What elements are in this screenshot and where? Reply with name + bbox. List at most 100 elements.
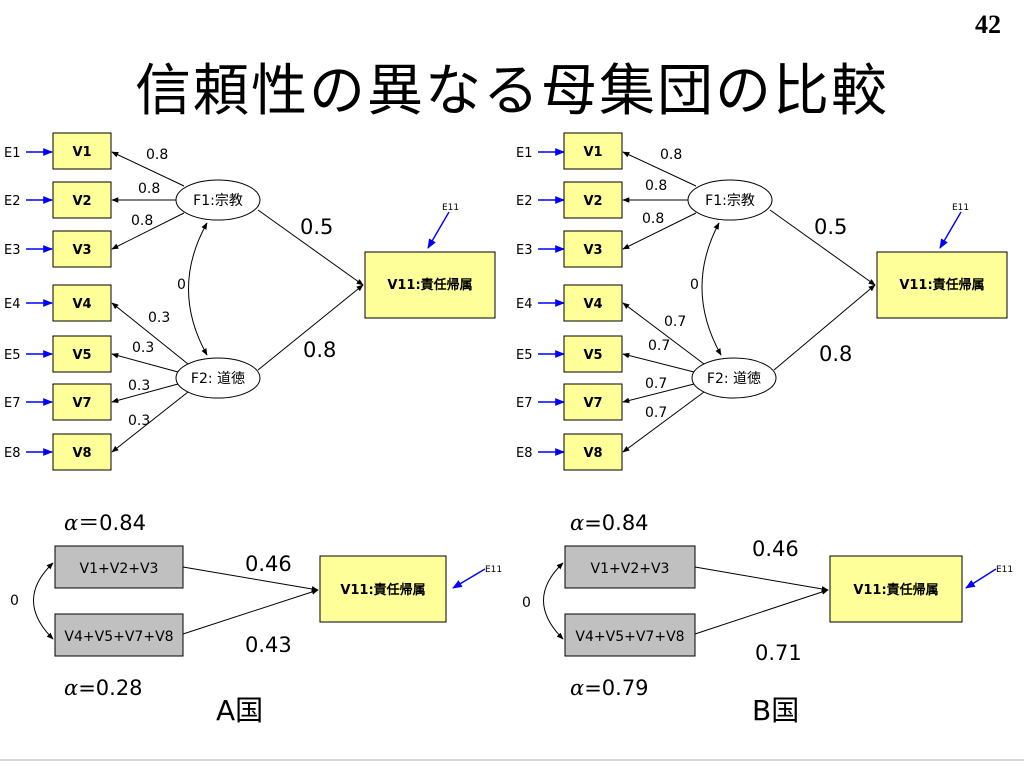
outcome-label: V11:責任帰属: [387, 277, 472, 293]
path-value: 0.71: [755, 641, 802, 665]
error-arrow: [427, 211, 450, 249]
error-arrow: [452, 568, 486, 589]
outcome-box: [319, 555, 447, 623]
path-value: 0.43: [245, 633, 292, 657]
observed-label: V7: [583, 396, 602, 411]
loading-value: 0.8: [642, 211, 664, 227]
factor-label: F1:宗教: [193, 193, 243, 209]
loading-arrow: [622, 383, 695, 404]
path-value: 0.46: [245, 552, 292, 576]
observed-box: [52, 433, 112, 471]
loading-value: 0.7: [664, 314, 686, 330]
path-value: 0.46: [752, 537, 799, 561]
observed-label: V2: [72, 194, 91, 209]
observed-label: V4: [72, 297, 91, 312]
composite-label: V4+V5+V7+V8: [64, 629, 173, 645]
observed-label: V2: [583, 194, 602, 209]
composite-box: [54, 613, 184, 657]
loading-value: 0.8: [146, 147, 168, 163]
outcome-label: V11:責任帰属: [340, 582, 425, 598]
observed-box: [563, 284, 623, 322]
factor-ellipse: [175, 357, 261, 399]
loading-value: 0.3: [148, 310, 170, 326]
path-arrow: [773, 284, 876, 371]
path-arrow: [257, 209, 364, 286]
loading-arrow: [622, 352, 695, 373]
observed-label: V3: [72, 243, 91, 258]
observed-label: V4: [583, 297, 602, 312]
country-label: A国: [216, 694, 263, 727]
observed-box: [563, 335, 623, 373]
error-label: E7: [4, 396, 21, 411]
loading-arrow: [111, 352, 179, 373]
factor-label: F1:宗教: [705, 193, 755, 209]
path-arrow: [769, 209, 876, 286]
error-label: E4: [516, 297, 533, 312]
loading-value: 0.3: [132, 340, 154, 356]
alpha-label: α=0.79: [570, 676, 649, 700]
path-value: 0.5: [814, 215, 847, 239]
observed-label: V5: [583, 348, 602, 363]
observed-box: [52, 383, 112, 421]
error-label: E2: [4, 194, 21, 209]
path-arrow: [182, 566, 319, 592]
observed-box: [52, 181, 112, 219]
correlation-arrow: [543, 562, 564, 640]
footer-divider: [0, 759, 1024, 761]
observed-label: V8: [583, 446, 602, 461]
error-label: E8: [4, 446, 21, 461]
loading-value: 0.7: [648, 338, 670, 354]
loading-value: 0.8: [645, 178, 667, 194]
error-label: E3: [516, 243, 533, 258]
error-label: E11: [952, 203, 969, 213]
loading-arrow: [111, 212, 185, 250]
panel-a-composite: α＝0.84 V1+V2+V3 V4+V5+V7+V8 0 V11:責任帰属 E…: [10, 511, 502, 727]
error-label: E11: [442, 203, 459, 213]
loading-arrow: [111, 302, 189, 365]
path-arrow: [257, 284, 364, 371]
loading-value: 0.8: [138, 181, 160, 197]
observed-box: [563, 181, 623, 219]
loading-arrow: [111, 383, 179, 404]
outcome-box: [364, 251, 496, 319]
path-value: 0.5: [300, 215, 333, 239]
panel-b-composite: α=0.84 V1+V2+V3 V4+V5+V7+V8 0 V11:責任帰属 E…: [522, 511, 1013, 727]
composite-label: V4+V5+V7+V8: [575, 629, 684, 645]
error-label: E11: [485, 565, 502, 575]
country-label: B国: [752, 694, 799, 727]
error-label: E1: [516, 146, 533, 161]
outcome-box: [829, 555, 963, 623]
loading-arrow: [111, 391, 189, 453]
factor-label: F2: 道徳: [191, 371, 245, 387]
error-label: E3: [4, 243, 21, 258]
observed-label: V3: [583, 243, 602, 258]
composite-label: V1+V2+V3: [80, 561, 159, 577]
error-label: E1: [4, 146, 21, 161]
observed-label: V5: [72, 348, 91, 363]
path-value: 0.8: [303, 338, 336, 362]
loading-value: 0.8: [131, 213, 153, 229]
error-label: E5: [4, 348, 21, 363]
correlation-arrow: [188, 222, 208, 356]
alpha-label: α=0.84: [570, 511, 649, 535]
loading-value: 0.3: [128, 413, 150, 429]
page-number: 42: [975, 10, 1001, 39]
error-label: E11: [996, 565, 1013, 575]
error-label: E8: [516, 446, 533, 461]
loading-arrow: [622, 302, 705, 365]
observed-label: V1: [583, 145, 602, 160]
observed-box: [563, 230, 623, 268]
correlation-value: 0: [522, 595, 531, 611]
error-label: E5: [516, 348, 533, 363]
panel-a-sem: E1 E2 E3 E4 E5 E7 E8 V1 V2 V3 V4 V5 V7 V…: [4, 132, 496, 471]
factor-ellipse: [691, 357, 777, 399]
error-label: E7: [516, 396, 533, 411]
correlation-value: 0: [177, 277, 186, 293]
loading-value: 0.8: [660, 147, 682, 163]
loading-arrow: [111, 151, 185, 187]
alpha-label: α=0.28: [64, 676, 143, 700]
loading-value: 0.3: [128, 378, 150, 394]
correlation-value: 0: [690, 277, 699, 293]
path-arrow: [694, 589, 829, 635]
alpha-label: α＝0.84: [64, 511, 146, 535]
